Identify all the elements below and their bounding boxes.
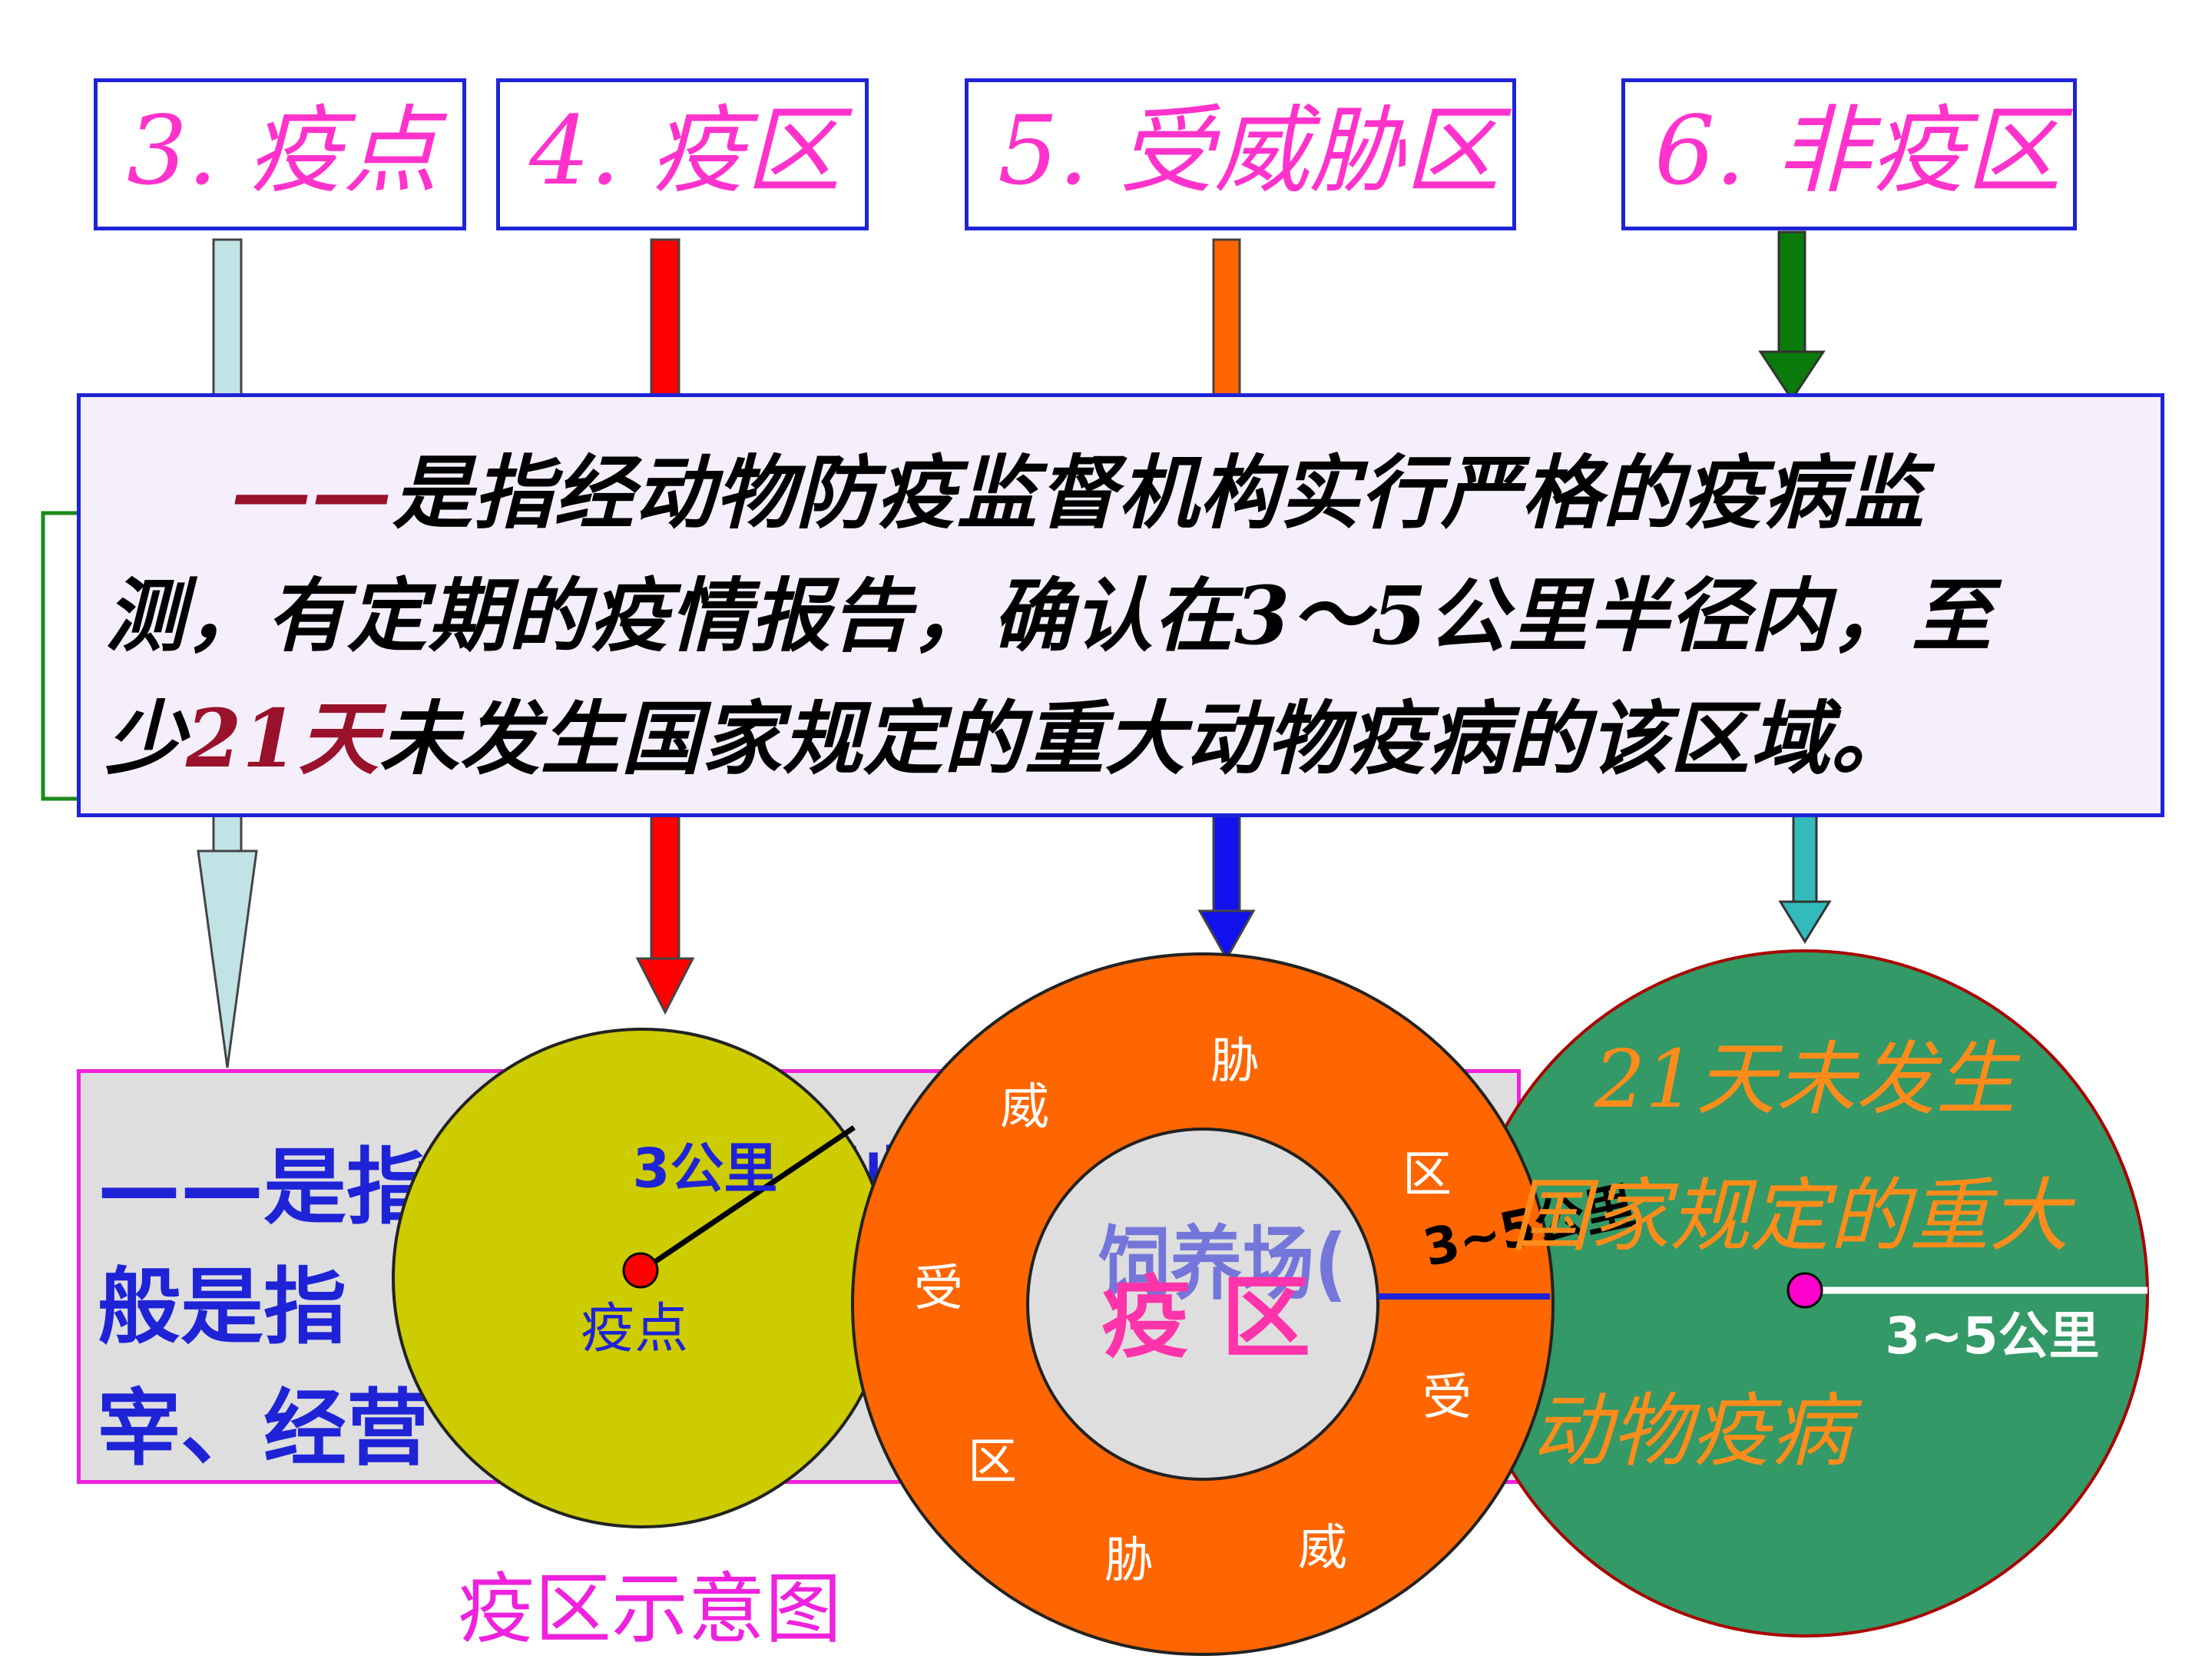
green-text-line-1: 21天未发生 (1594, 1032, 2016, 1126)
ring-char-7: 胁 (1104, 1532, 1154, 1589)
epidemic-point-center (622, 1252, 659, 1289)
ring-char-5: 受 (1422, 1369, 1472, 1426)
diagram-caption: 疫区示意图 (458, 1564, 842, 1654)
label-non-epidemic-zone: 6. 非疫区 (1621, 78, 2077, 230)
green-text-line-3: 动物疫病 (1532, 1384, 1852, 1478)
epidemic-zone-label: 疫 区 (1101, 1267, 1311, 1370)
inner-hidden-text: 饲养场( (1098, 1217, 1347, 1311)
epidemic-zone-inner (1026, 1128, 1379, 1481)
ring-char-1: 胁 (1210, 1033, 1260, 1090)
ring-char-8: 威 (1298, 1520, 1347, 1577)
ring-char-4: 受 (914, 1260, 963, 1317)
definition-box-non-epidemic-zone: ——是指经动物防疫监督机构实行严格的疫病监 测，有定期的疫情报告，确认在3～5公… (77, 393, 2164, 817)
epidemic-point-center-label: 疫点 (581, 1296, 688, 1360)
epidemic-point-radius-label: 3公里 (632, 1137, 778, 1200)
non-epidemic-center (1786, 1272, 1823, 1309)
epidemic-point-radius (641, 1125, 856, 1273)
ring-char-2: 威 (1000, 1079, 1049, 1136)
def-main-line-2: 测，有定期的疫情报告，确认在3～5公里半径内，至 (105, 568, 1992, 663)
label-epidemic-point: 3. 疫点 (94, 78, 466, 230)
arrow-green (1758, 230, 1826, 402)
ring-char-3: 区 (1402, 1147, 1452, 1204)
label-epidemic-zone: 4. 疫区 (496, 78, 869, 230)
green-radius-label: 3~5公里 (1885, 1306, 2100, 1366)
green-text-line-2: 国家规定的重大 (1510, 1169, 2070, 1263)
def-main-line-1: ——是指经动物防疫监督机构实行严格的疫病监 (231, 445, 1926, 540)
ring-char-6: 区 (968, 1434, 1017, 1491)
def-back-line-3: 宰、经营 (98, 1381, 430, 1477)
def-main-line-3: 少21天未发生国家规定的重大动物疫病的该区域。 (105, 691, 1912, 786)
label-threatened-zone: 5. 受威胁区 (965, 78, 1516, 230)
